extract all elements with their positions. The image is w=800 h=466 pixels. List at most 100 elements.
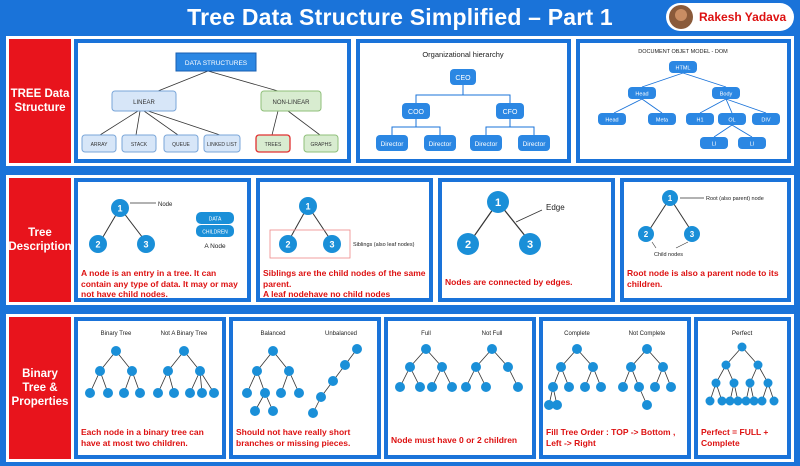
tree-node	[580, 382, 590, 392]
dom-div-box	[752, 113, 780, 125]
dom-li-box	[738, 137, 766, 149]
tree-node	[717, 396, 727, 406]
tree-node	[729, 378, 739, 388]
tree-node	[642, 344, 652, 354]
tree-node	[340, 360, 350, 370]
tree-node	[650, 382, 660, 392]
root-diagram: 1 2 3 Root (also parent) node Child node…	[638, 190, 764, 258]
tree-node	[127, 366, 137, 376]
binary-diagram: Binary Tree Not A Binary Tree	[85, 331, 219, 398]
row-tree-description: Tree Description 1 2 3 Node DATA CHILDRE…	[6, 175, 794, 305]
org-director-label: Director	[381, 141, 405, 148]
tree-node	[328, 376, 338, 386]
dom-li-box	[700, 137, 728, 149]
dom-title: DOCUMENT OBJET MODEL - DOM	[638, 49, 728, 55]
ds-array-label: ARRAY	[91, 142, 109, 148]
avatar	[669, 5, 693, 29]
panel-complete: Complete Not Complete Fill Tree Order : …	[539, 317, 691, 459]
tree-node	[548, 382, 558, 392]
org-director-label: Director	[429, 141, 453, 148]
dom-h1-box	[686, 113, 714, 125]
dom-head-box	[628, 87, 656, 99]
dom-meta-box	[648, 113, 676, 125]
node-number: 2	[95, 240, 100, 250]
edge-annotation: Edge	[546, 203, 565, 212]
tree-node	[658, 362, 668, 372]
row-binary-tree: Binary Tree & Properties Binary Tree Not…	[6, 314, 794, 462]
label-binary: Binary Tree	[101, 331, 132, 337]
org-ceo-box	[450, 69, 476, 85]
node-number: 3	[329, 240, 334, 250]
node-number: 2	[465, 239, 471, 251]
tree-node	[461, 382, 471, 392]
label-not-binary: Not A Binary Tree	[161, 331, 208, 337]
dom-body-label: Body	[720, 92, 733, 98]
tree-node	[395, 382, 405, 392]
tree-node	[556, 362, 566, 372]
tree-node	[308, 408, 318, 418]
tree-node	[757, 396, 767, 406]
tree-node	[572, 344, 582, 354]
ds-queue-box	[163, 134, 199, 153]
tree-node	[119, 388, 129, 398]
ds-nonlinear-label: NON-LINEAR	[272, 100, 310, 106]
panel-perfect: Perfect Perfect = FULL + Complete	[694, 317, 791, 459]
label-not-complete: Not Complete	[629, 331, 666, 337]
tree-node	[163, 366, 173, 376]
label-balanced: Balanced	[260, 331, 285, 337]
caption-node: A node is an entry in a tree. It can con…	[78, 266, 247, 299]
node-number: 3	[690, 230, 695, 239]
tree-balanced	[242, 346, 304, 416]
tree-node	[552, 400, 562, 410]
node-data-label: DATA	[209, 217, 222, 223]
author-badge: Rakesh Yadava	[666, 3, 794, 31]
org-ceo-label: CEO	[455, 75, 471, 82]
tree-not-complete	[618, 344, 676, 410]
tree-complete	[544, 344, 606, 410]
caption-complete: Fill Tree Order : TOP -> Bottom , Left -…	[543, 425, 687, 455]
tree-node	[323, 235, 341, 253]
tree-node	[564, 382, 574, 392]
tree-node	[299, 197, 317, 215]
tree-node	[457, 233, 479, 255]
siblings-diagram: 1 2 3 Siblings (also leaf nodes)	[269, 197, 415, 259]
label-not-full: Not Full	[482, 331, 503, 337]
complete-diagram: Complete Not Complete	[544, 331, 676, 410]
org-director-box	[518, 135, 550, 151]
ds-linear-box	[111, 90, 177, 112]
tree-node	[268, 346, 278, 356]
tree-node	[185, 388, 195, 398]
caption-full: Node must have 0 or 2 children	[388, 425, 532, 455]
edge-pointer	[515, 209, 543, 223]
siblings-highlight	[269, 229, 351, 259]
caption-siblings-line2: A leaf nodehave no child nodes	[263, 289, 391, 299]
panel-balanced: Balanced Unbalanced Should not have real…	[229, 317, 381, 459]
dom-ol-box	[718, 113, 746, 125]
panel-edges: 1 2 3 Edge Nodes are connected by edges.	[438, 178, 615, 302]
node-children-label: CHILDREN	[202, 230, 228, 236]
tree-node	[179, 346, 189, 356]
ds-nonlinear-box	[260, 90, 322, 112]
node-number: 2	[285, 240, 290, 250]
tree-node	[279, 235, 297, 253]
tree-node	[749, 396, 759, 406]
panel-root: 1 2 3 Root (also parent) node Child node…	[620, 178, 791, 302]
tree-node	[544, 400, 554, 410]
tree-node	[260, 388, 270, 398]
tree-node	[111, 199, 129, 217]
tree-node	[242, 388, 252, 398]
tree-node	[197, 388, 207, 398]
tree-node	[111, 346, 121, 356]
tree-node	[711, 378, 721, 388]
tree-node	[135, 388, 145, 398]
tree-node	[638, 226, 654, 242]
tree-node	[737, 342, 747, 352]
data-structures-diagram: DATA STRUCTURES LINEAR NON-LINEAR ARRAY …	[81, 52, 339, 153]
caption-perfect: Perfect = FULL + Complete	[698, 425, 787, 455]
perfect-diagram: Perfect	[705, 330, 779, 406]
tree-node	[588, 362, 598, 372]
ds-array-box	[81, 134, 117, 153]
tree-node	[316, 392, 326, 402]
tree-node	[519, 233, 541, 255]
tree-not-full	[461, 344, 523, 392]
